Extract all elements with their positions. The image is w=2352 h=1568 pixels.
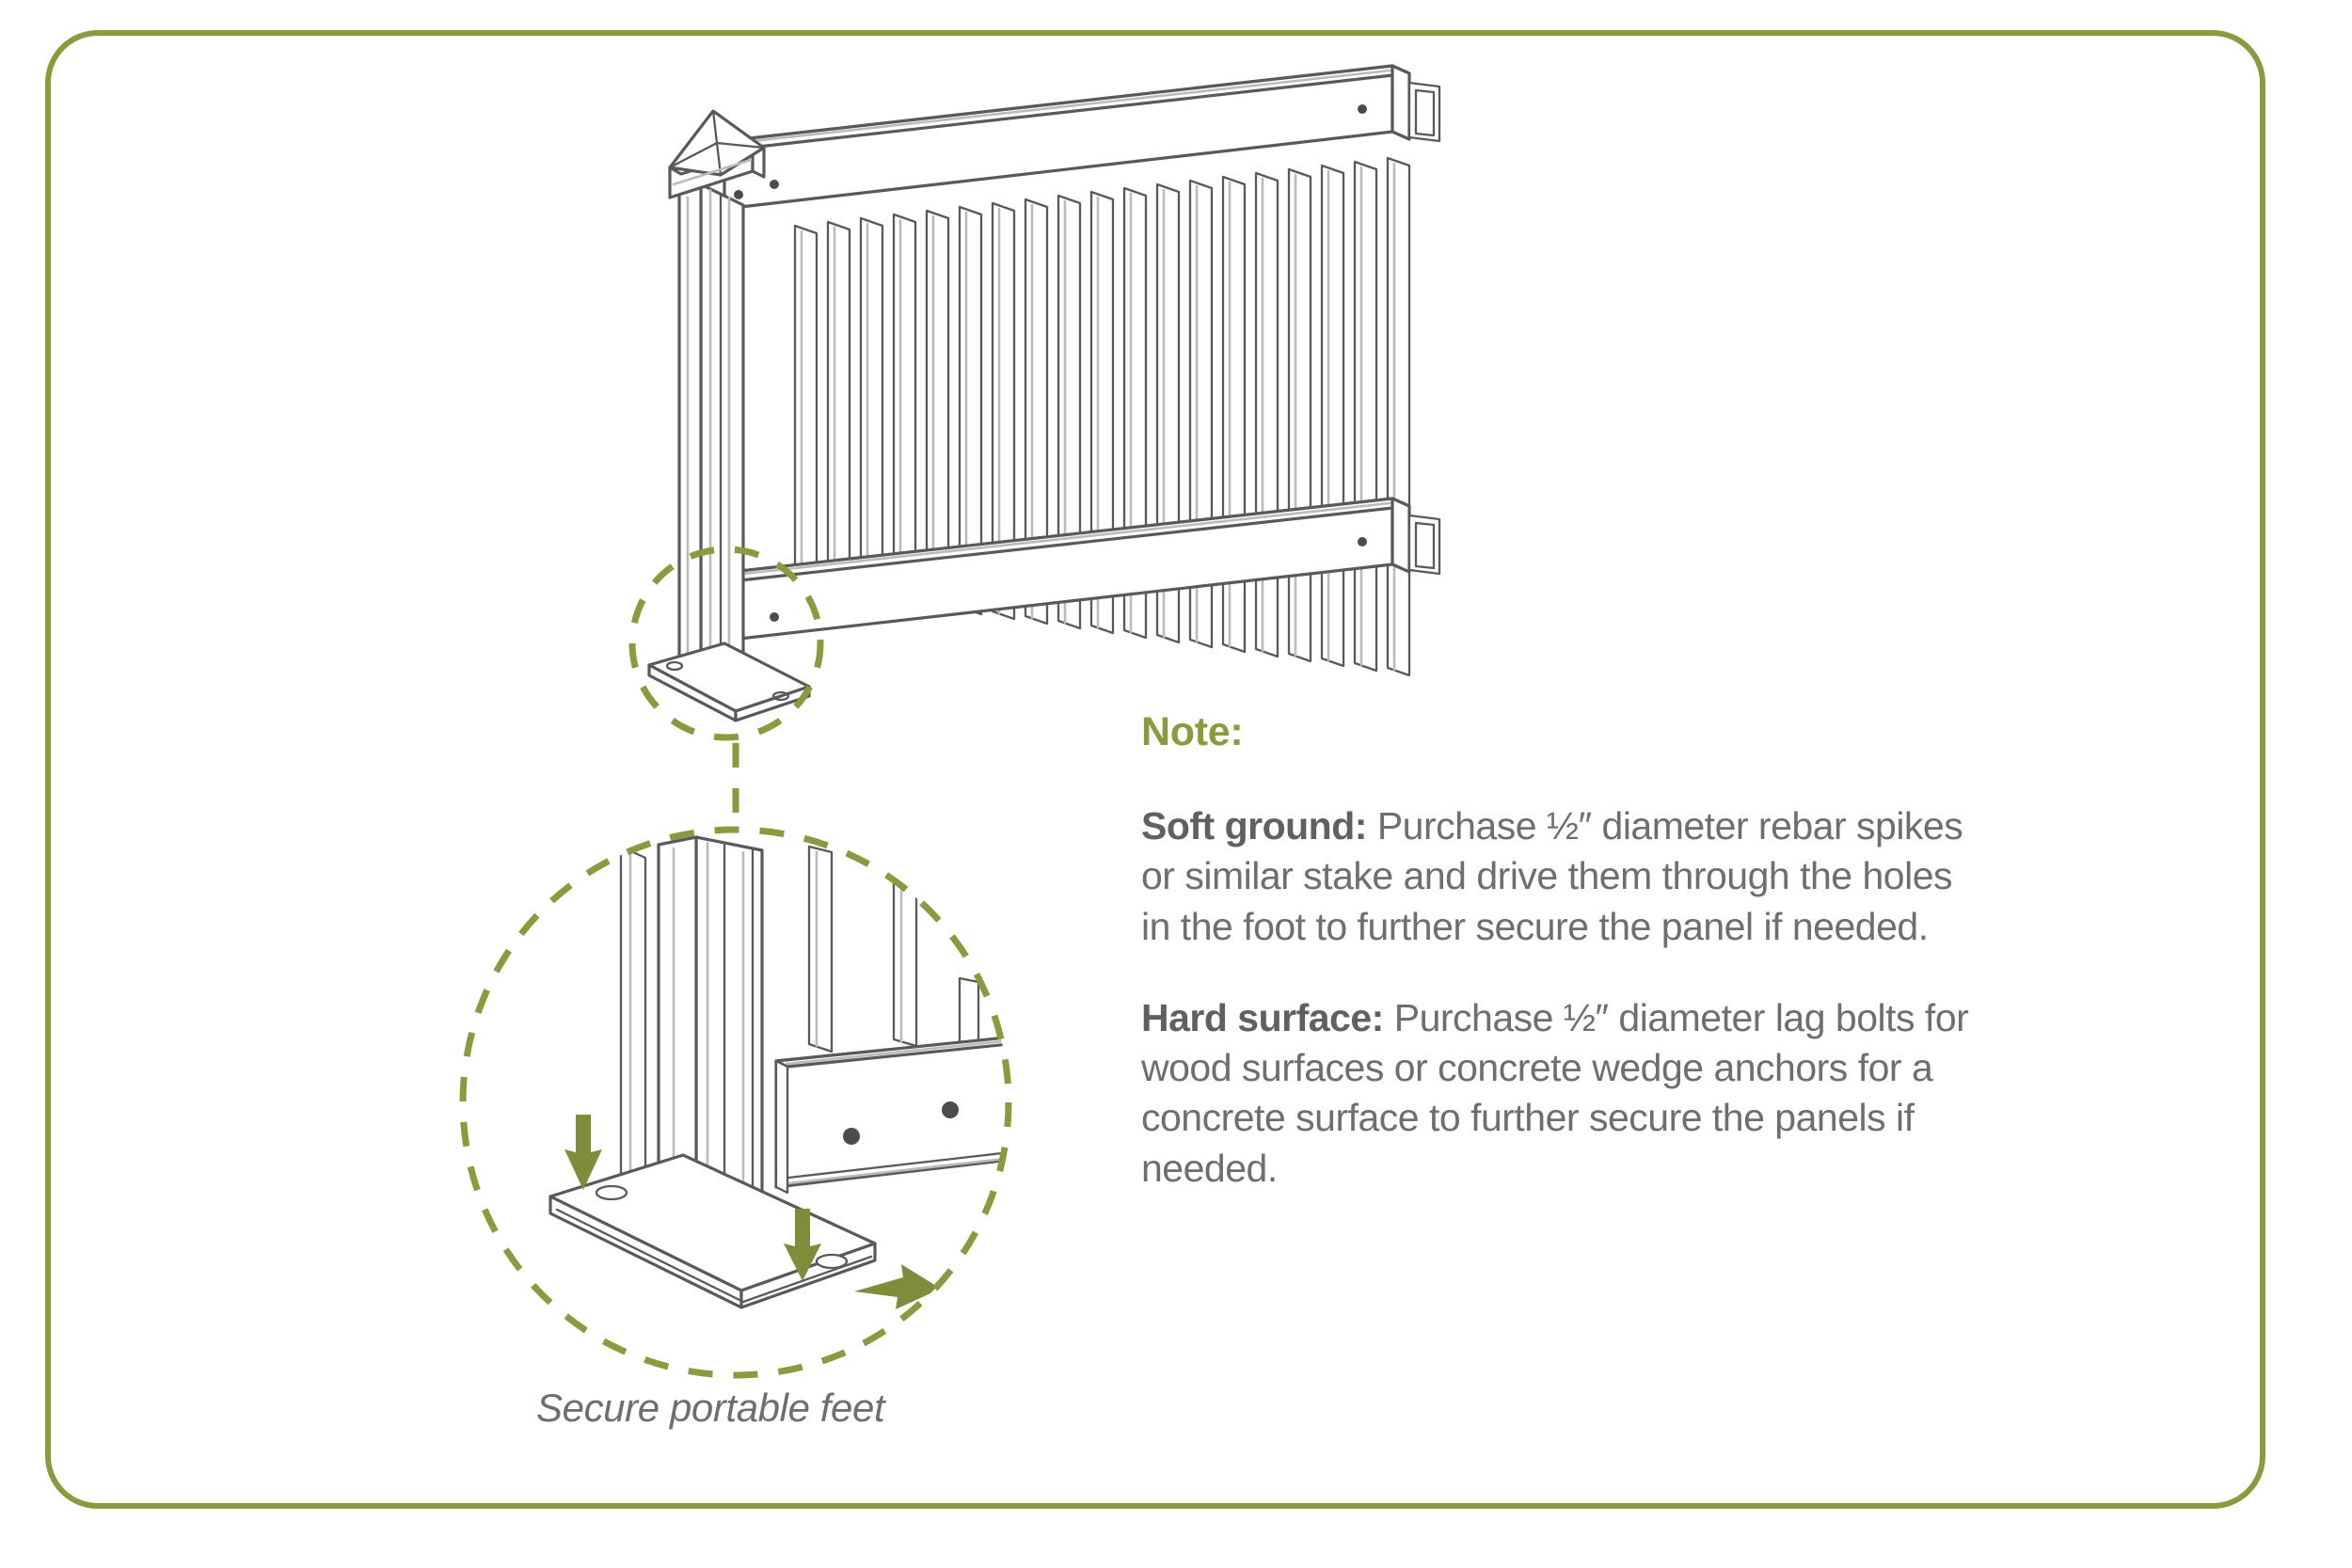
anchor-arrow-group [564, 1115, 941, 1309]
detail-caption: Secure portable feet [536, 1386, 885, 1430]
detail-circle-outline [459, 826, 1012, 1379]
post-foot-plate [647, 641, 811, 722]
hard-surface-text: Purchase ½″ diameter lag bolts for wood … [1141, 995, 1969, 1190]
post-cap [668, 109, 766, 199]
soft-ground-label: Soft ground: [1141, 804, 1367, 847]
down-arrow-right [784, 1209, 821, 1281]
down-arrow-left [564, 1115, 602, 1190]
note-paragraph-soft-ground: Soft ground: Purchase ½″ diameter rebar … [1141, 801, 1969, 952]
top-rail [723, 64, 1441, 211]
soft-ground-text: Purchase ½″ diameter rebar spikes or sim… [1141, 804, 1963, 948]
callout-circle-small [628, 546, 824, 741]
hard-surface-label: Hard surface: [1141, 995, 1384, 1039]
note-heading: Note: [1141, 709, 1244, 754]
side-arrow [854, 1264, 941, 1309]
fence-panel-group [628, 64, 1441, 828]
fence-post [647, 109, 811, 722]
note-paragraph-hard-surface: Hard surface: Purchase ½″ diameter lag b… [1141, 993, 1969, 1194]
note-column: Note: Soft ground: Purchase ½″ diameter … [1141, 712, 2007, 1194]
detail-view-group [459, 826, 1012, 1379]
detail-bottom-rail [774, 1033, 1009, 1195]
